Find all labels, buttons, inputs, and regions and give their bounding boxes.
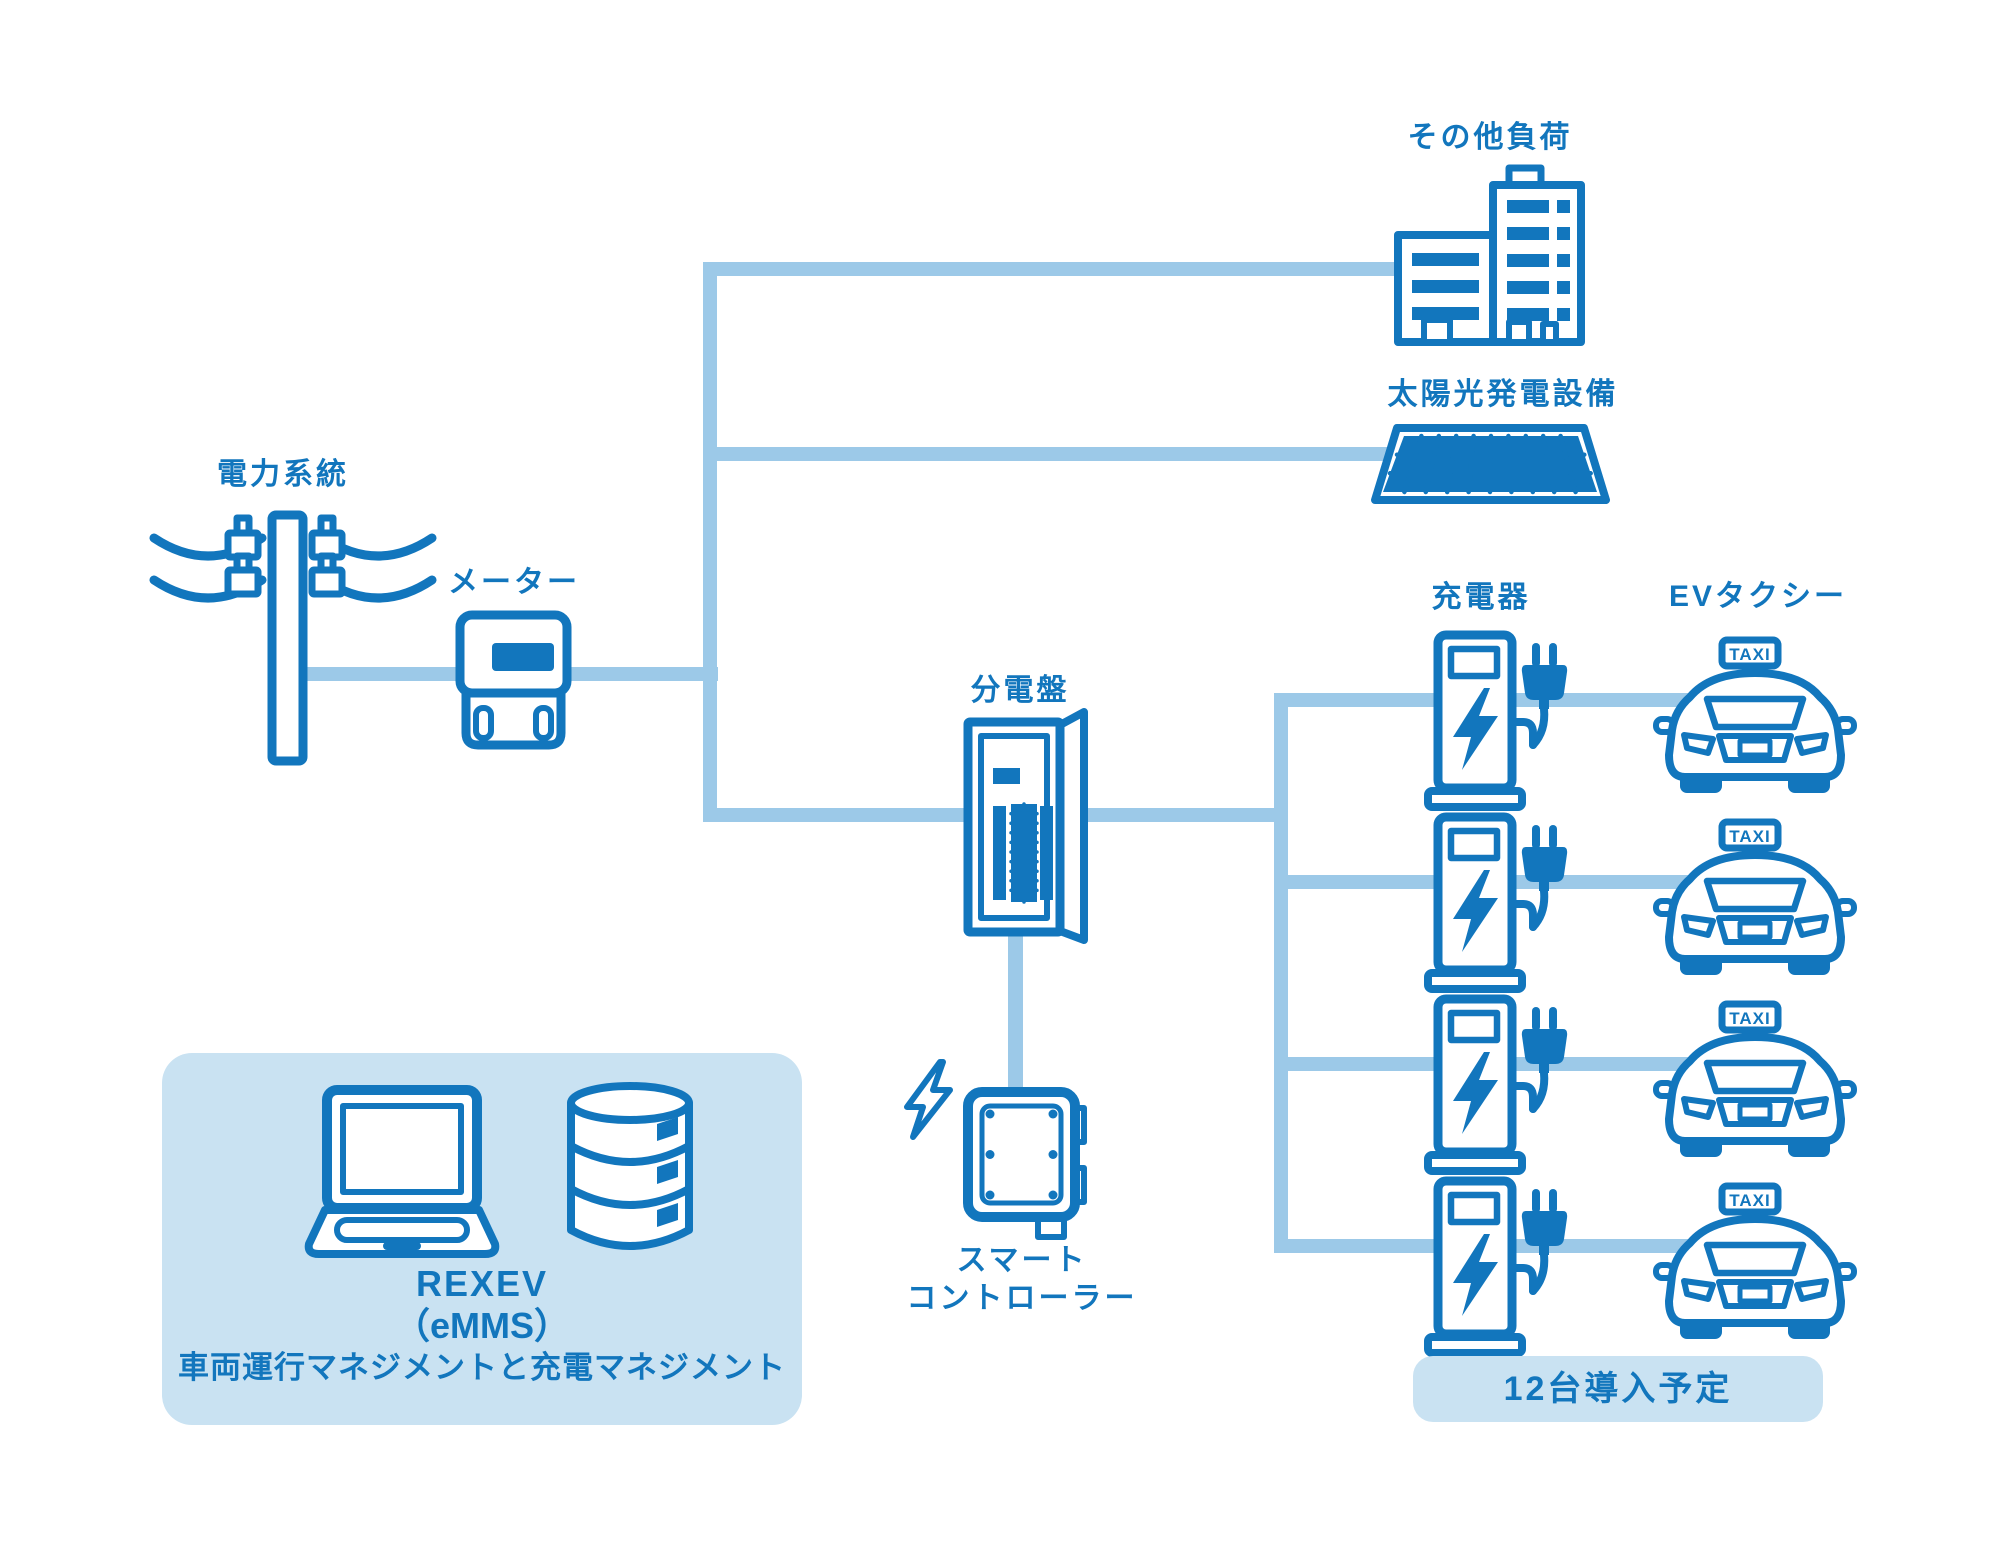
plan-badge: 12台導入予定 <box>1413 1356 1823 1422</box>
ev-taxi-icon-1: TAXI <box>1653 636 1857 797</box>
wire-row-4 <box>1274 1239 1790 1253</box>
distribution-board-icon <box>955 700 1100 945</box>
solar-panel-icon <box>1370 420 1615 515</box>
power-grid-icon <box>140 500 460 780</box>
management-title: REXEV <box>415 1263 549 1304</box>
distribution-board-label: 分電盤 <box>970 674 1070 707</box>
meter-icon <box>450 605 585 760</box>
solar-label: 太陽光発電設備 <box>1387 378 1619 411</box>
ev-taxi-label: EVタクシー <box>1668 580 1848 613</box>
building-icon <box>1385 160 1600 350</box>
database-icon <box>560 1078 700 1263</box>
wire-branch-solar <box>703 447 1400 461</box>
wire-collector-vertical <box>1274 693 1288 1253</box>
wire-row-2 <box>1274 875 1790 889</box>
ev-taxi-icon-2: TAXI <box>1653 818 1857 979</box>
smart-controller-label-line2: コントローラー <box>906 1282 1138 1315</box>
ev-taxi-icon-4: TAXI <box>1653 1182 1857 1343</box>
svg-text:TAXI: TAXI <box>1729 827 1770 846</box>
meter-label: メーター <box>448 566 580 599</box>
smart-controller-label-line1: スマート <box>956 1244 1088 1277</box>
ev-taxi-icon-3: TAXI <box>1653 1000 1857 1161</box>
wire-trunk-vertical <box>703 262 717 822</box>
charger-icon-2 <box>1420 812 1590 997</box>
management-subtitle: （eMMS） <box>393 1305 571 1346</box>
plan-badge-text: 12台導入予定 <box>1503 1370 1733 1408</box>
smart-controller-icon <box>895 1055 1100 1245</box>
svg-text:TAXI: TAXI <box>1729 1191 1770 1210</box>
power-grid-label: 電力系統 <box>217 458 349 491</box>
charger-icon-3 <box>1420 994 1590 1179</box>
charger-icon-1 <box>1420 630 1590 815</box>
charger-label: 充電器 <box>1431 581 1531 614</box>
wire-row-3 <box>1274 1057 1790 1071</box>
other-load-label: その他負荷 <box>1407 121 1573 154</box>
wire-branch-other-load <box>703 262 1420 276</box>
wire-row-1 <box>1274 693 1790 707</box>
svg-text:TAXI: TAXI <box>1729 645 1770 664</box>
svg-text:TAXI: TAXI <box>1729 1009 1770 1028</box>
management-description: 車両運行マネジメントと充電マネジメント <box>178 1350 786 1385</box>
laptop-icon <box>295 1082 510 1262</box>
wire-board-to-controller <box>1008 925 1023 1097</box>
charger-icon-4 <box>1420 1176 1590 1361</box>
